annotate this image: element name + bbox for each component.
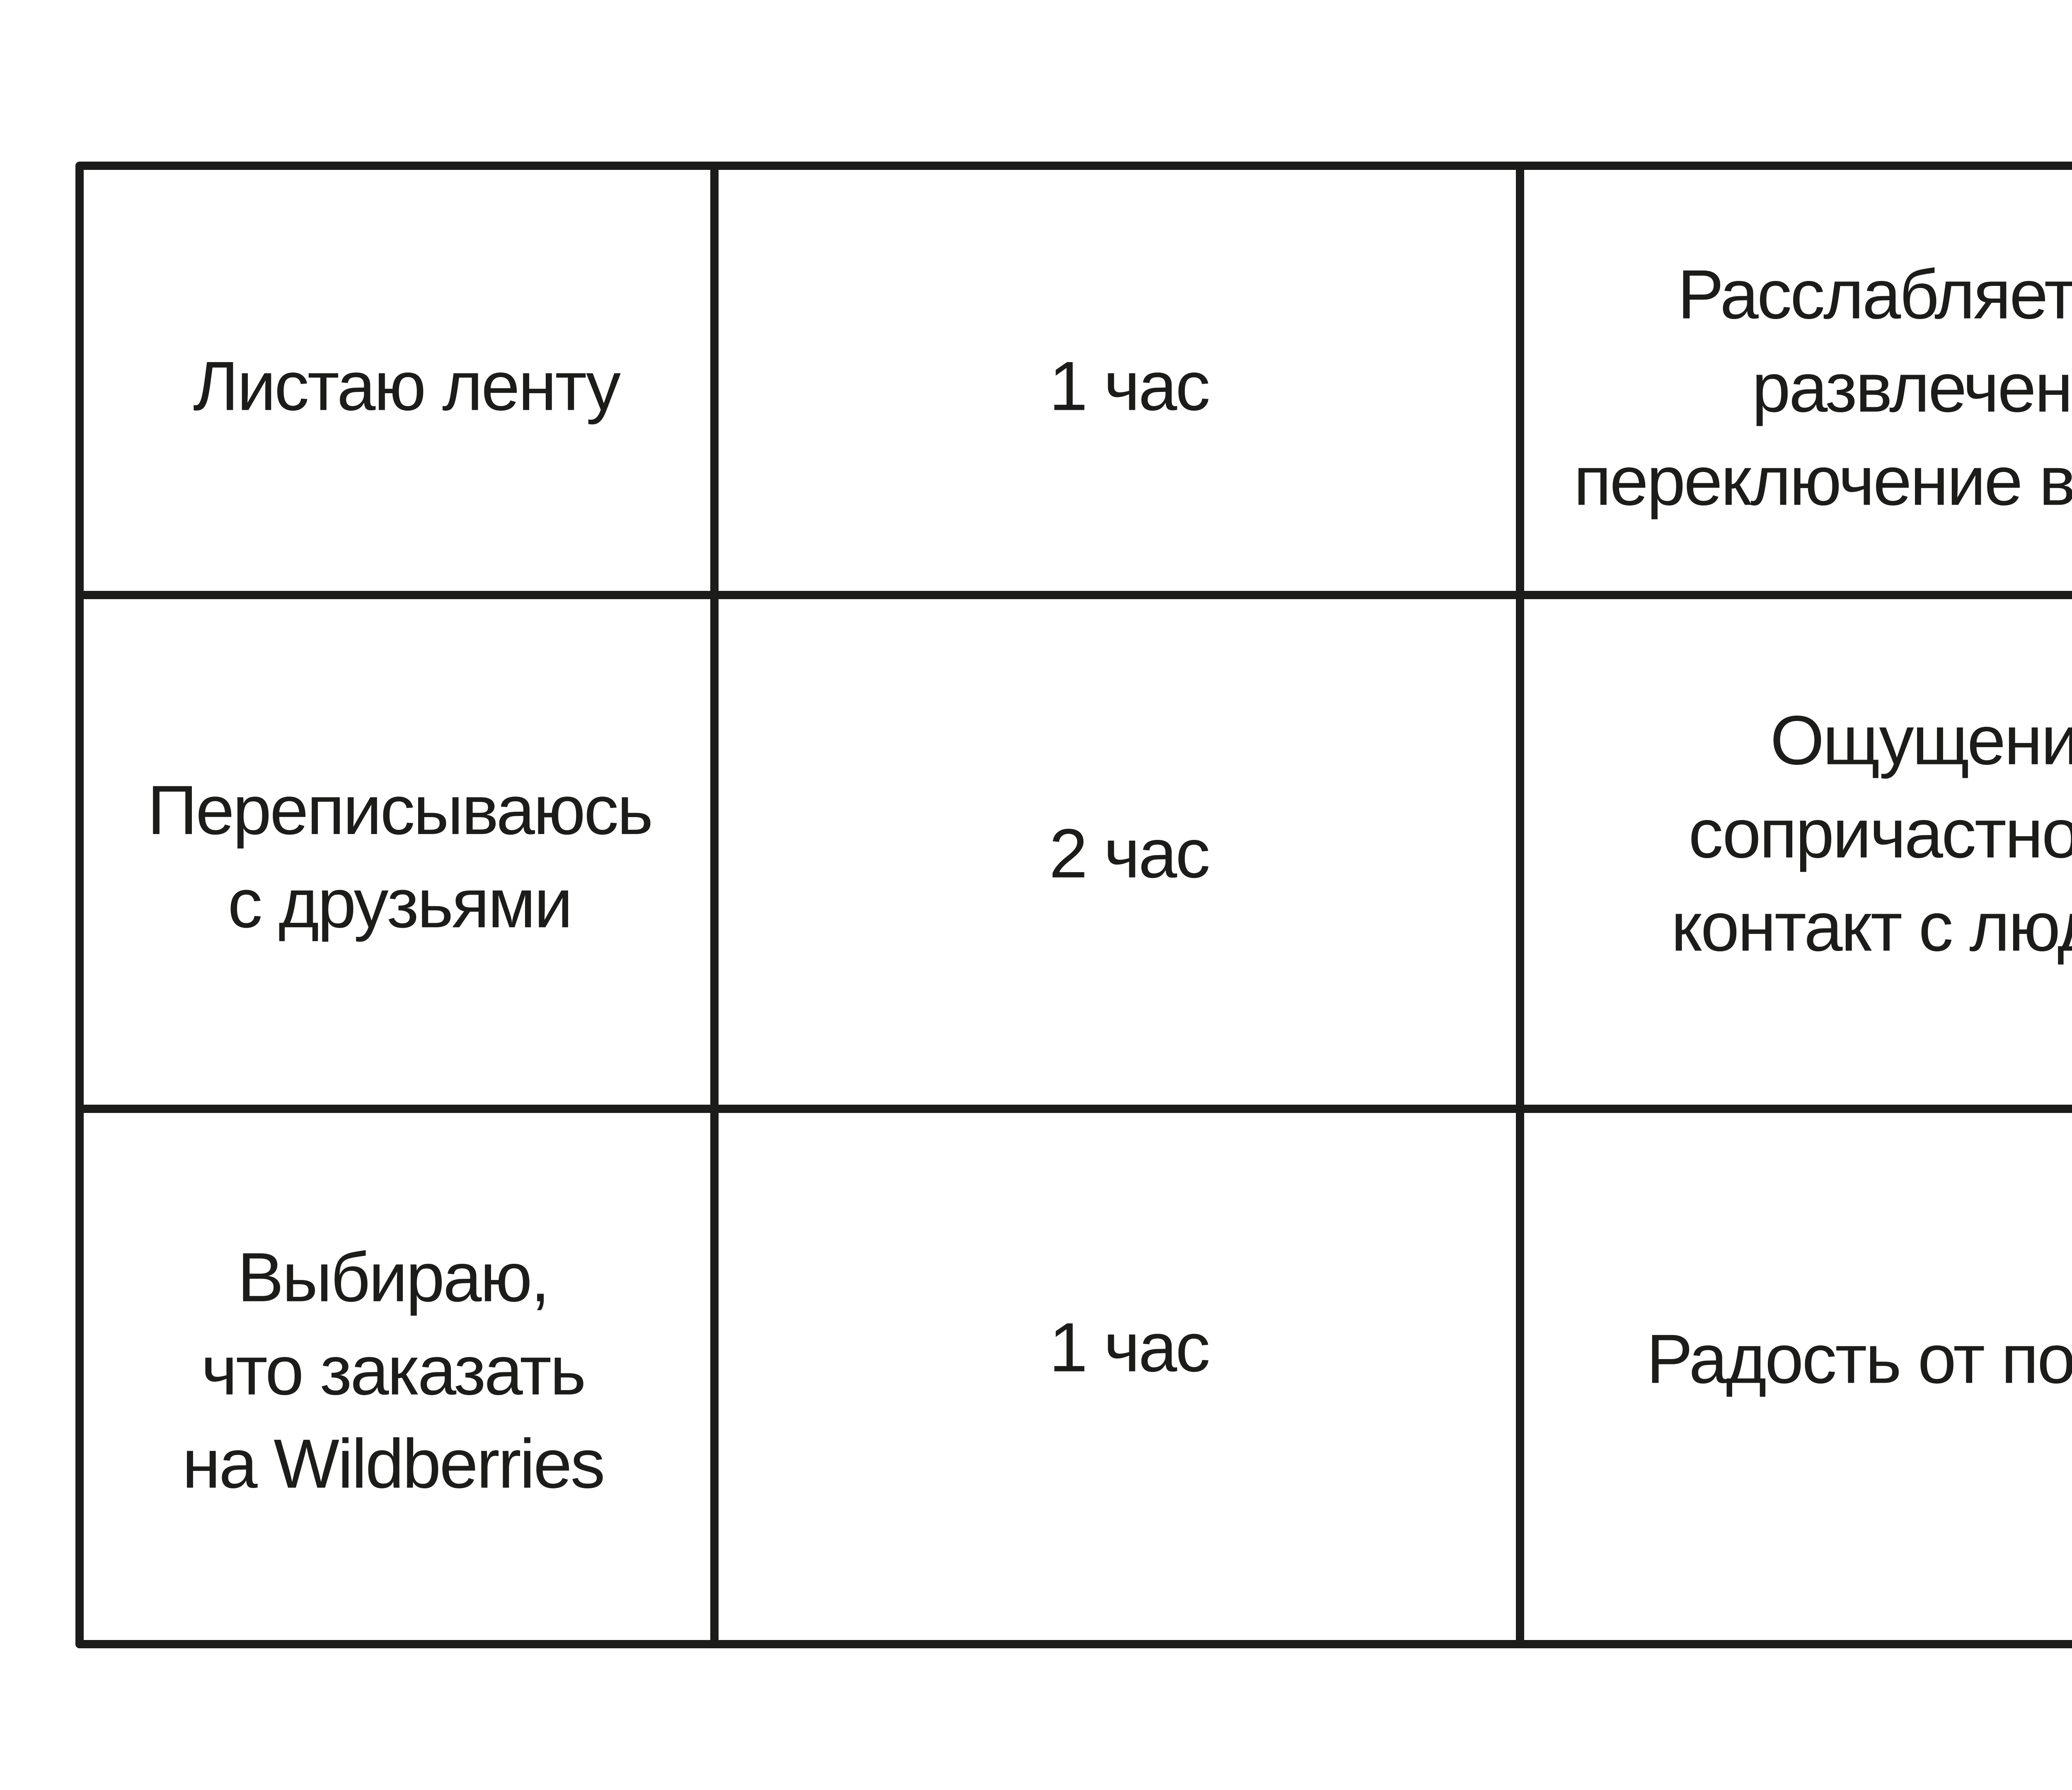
cell-time-row1: 1 час bbox=[1049, 347, 1210, 425]
cell-benefit-row3: Радость от покупки bbox=[1646, 1320, 2072, 1398]
cell-benefit-row1: Расслабляет мозг, развлечение, переключе… bbox=[1573, 255, 2072, 520]
table-grid bbox=[75, 162, 2072, 1648]
cell-time-row3: 1 час bbox=[1049, 1308, 1210, 1386]
cell-activity-row3: Выбираю, что заказать на Wildberries bbox=[182, 1238, 605, 1503]
cell-activity-row2: Переписываюсь с друзьями bbox=[147, 771, 654, 942]
cell-activity-row1: Листаю ленту bbox=[193, 347, 621, 425]
cell-time-row2: 2 час bbox=[1049, 814, 1210, 893]
cell-benefit-row2: Ощущение сопричастности, контакт с людьм… bbox=[1671, 701, 2072, 966]
